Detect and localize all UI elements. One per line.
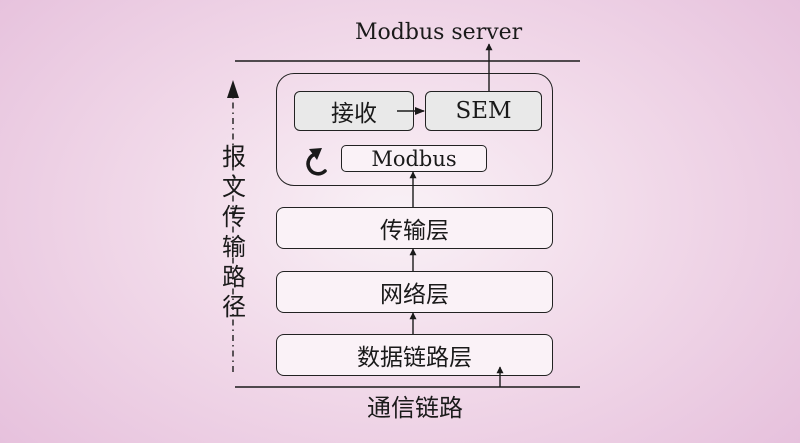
link-label: 通信链路: [367, 394, 463, 422]
path-char: 路: [222, 263, 246, 291]
loop-arrow-icon: [306, 148, 327, 176]
network-layer-box: 网络层: [276, 271, 553, 313]
receive-box: 接收: [294, 91, 414, 131]
path-char: 径: [222, 293, 246, 321]
sem-box: SEM: [425, 91, 542, 131]
path-arrowhead: [227, 80, 239, 98]
path-char: 文: [222, 173, 246, 201]
server-label: Modbus server: [355, 20, 523, 45]
datalink-layer-box: 数据链路层: [276, 334, 553, 376]
path-char: 输: [222, 233, 246, 261]
transport-layer-box: 传输层: [276, 207, 553, 249]
application-container: [276, 73, 553, 186]
path-char: 传: [222, 203, 246, 231]
path-char: 报: [222, 143, 246, 171]
message-path-label: 报 文 传 输 路 径: [219, 142, 249, 322]
modbus-box: Modbus: [341, 145, 487, 172]
